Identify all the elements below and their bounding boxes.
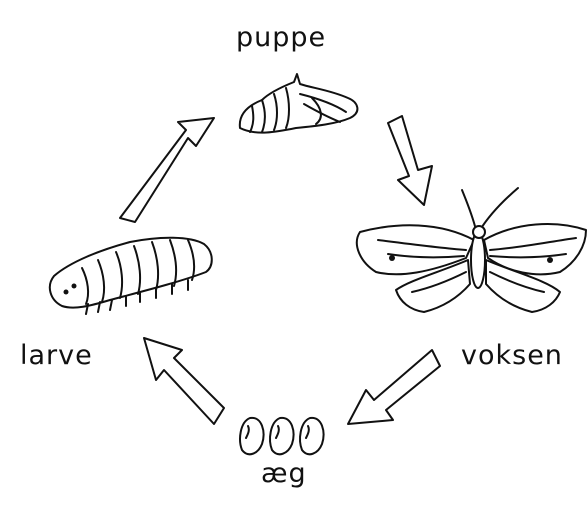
butterfly-drawing — [357, 188, 586, 312]
arrow-pupa-to-adult — [388, 116, 432, 205]
adult-label: voksen — [461, 340, 563, 371]
arrow-larva-to-pupa — [120, 118, 214, 222]
egg-label: æg — [261, 458, 307, 489]
pupa-label: puppe — [236, 22, 326, 53]
larva-label: larve — [20, 340, 93, 371]
caterpillar-drawing — [50, 238, 212, 314]
eggs-drawing — [240, 418, 323, 454]
pupa-drawing — [240, 74, 358, 133]
arrow-egg-to-larva — [144, 338, 224, 424]
arrow-adult-to-egg — [348, 350, 440, 424]
